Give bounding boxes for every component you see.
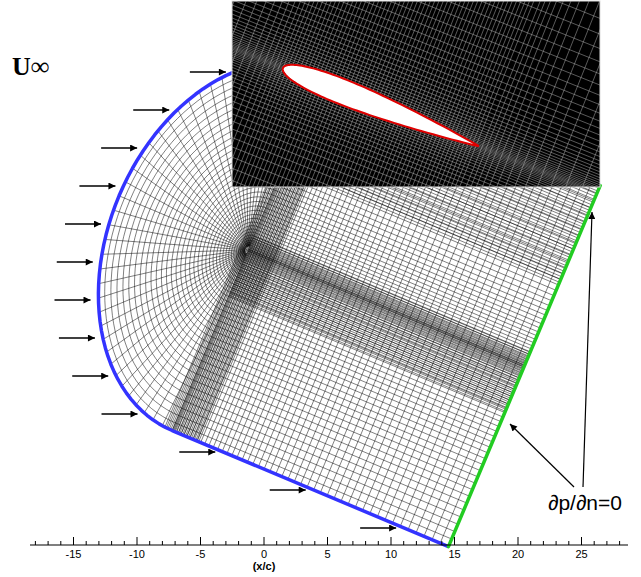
axis-title: (x/c) bbox=[253, 561, 276, 572]
axis-tick bbox=[302, 541, 303, 545]
flow-arrow bbox=[59, 337, 95, 338]
flow-arrow bbox=[72, 375, 108, 376]
axis-tick bbox=[289, 541, 290, 545]
flow-arrow bbox=[57, 261, 93, 262]
axis-tick bbox=[251, 541, 252, 545]
flow-arrow bbox=[190, 71, 226, 72]
axis-tick bbox=[98, 541, 99, 545]
axis-tick bbox=[238, 541, 239, 545]
axis-tick bbox=[543, 541, 544, 545]
tick-label: 5 bbox=[324, 549, 330, 560]
airfoil bbox=[283, 65, 478, 146]
axis-tick bbox=[391, 537, 392, 545]
flow-arrow bbox=[55, 299, 91, 300]
axis-tick bbox=[162, 541, 163, 545]
axis-line bbox=[30, 544, 628, 545]
flow-arrow bbox=[133, 109, 169, 110]
x-axis bbox=[30, 537, 628, 545]
axis-tick bbox=[225, 541, 226, 545]
flow-arrow bbox=[270, 489, 306, 490]
axis-tick bbox=[124, 541, 125, 545]
axis-tick bbox=[149, 541, 150, 545]
tick-label: -5 bbox=[196, 549, 206, 560]
axis-tick bbox=[200, 537, 201, 545]
axis-tick bbox=[429, 541, 430, 545]
boundary-condition-label: ∂p/∂n=0 bbox=[548, 492, 622, 513]
flow-arrow bbox=[101, 147, 137, 148]
axis-tick bbox=[276, 541, 277, 545]
axis-tick bbox=[314, 541, 315, 545]
flow-arrow bbox=[65, 223, 101, 224]
axis-tick bbox=[327, 537, 328, 545]
inset-grid bbox=[232, 1, 600, 187]
axis-tick bbox=[365, 541, 366, 545]
axis-tick bbox=[581, 537, 582, 545]
tick-label: 20 bbox=[512, 549, 524, 560]
axis-tick bbox=[606, 541, 607, 545]
tick-label: 25 bbox=[575, 549, 587, 560]
tick-label: 10 bbox=[385, 549, 397, 560]
axis-tick bbox=[594, 541, 595, 545]
tick-label: 15 bbox=[448, 549, 460, 560]
flow-arrow bbox=[102, 413, 138, 414]
axis-tick bbox=[175, 541, 176, 545]
tick-label: -15 bbox=[66, 549, 82, 560]
axis-tick bbox=[187, 541, 188, 545]
axis-tick bbox=[530, 541, 531, 545]
axis-tick bbox=[86, 541, 87, 545]
axis-tick bbox=[416, 541, 417, 545]
inset-mesh bbox=[232, 1, 600, 187]
tick-label: -10 bbox=[129, 549, 145, 560]
axis-tick bbox=[467, 541, 468, 545]
axis-tick bbox=[60, 541, 61, 545]
flow-arrow bbox=[179, 451, 215, 452]
axis-tick bbox=[137, 537, 138, 545]
axis-tick bbox=[48, 541, 49, 545]
axis-tick bbox=[619, 541, 620, 545]
tick-label: 0 bbox=[261, 549, 267, 560]
axis-tick bbox=[568, 541, 569, 545]
axis-tick bbox=[505, 541, 506, 545]
axis-tick bbox=[441, 541, 442, 545]
axis-tick bbox=[264, 537, 265, 545]
axis-tick bbox=[35, 541, 36, 545]
leader-line bbox=[510, 424, 574, 487]
axis-tick bbox=[403, 541, 404, 545]
velocity-label: U∞ bbox=[12, 54, 49, 80]
axis-tick bbox=[213, 541, 214, 545]
axis-tick bbox=[378, 541, 379, 545]
axis-tick bbox=[454, 537, 455, 545]
flow-arrow bbox=[360, 527, 396, 528]
axis-tick bbox=[479, 541, 480, 545]
flow-arrow bbox=[79, 185, 115, 186]
axis-tick bbox=[518, 537, 519, 545]
leader-line bbox=[583, 212, 592, 487]
axis-tick bbox=[556, 541, 557, 545]
axis-tick bbox=[73, 537, 74, 545]
axis-tick bbox=[111, 541, 112, 545]
axis-tick bbox=[492, 541, 493, 545]
axis-tick bbox=[352, 541, 353, 545]
axis-tick bbox=[340, 541, 341, 545]
